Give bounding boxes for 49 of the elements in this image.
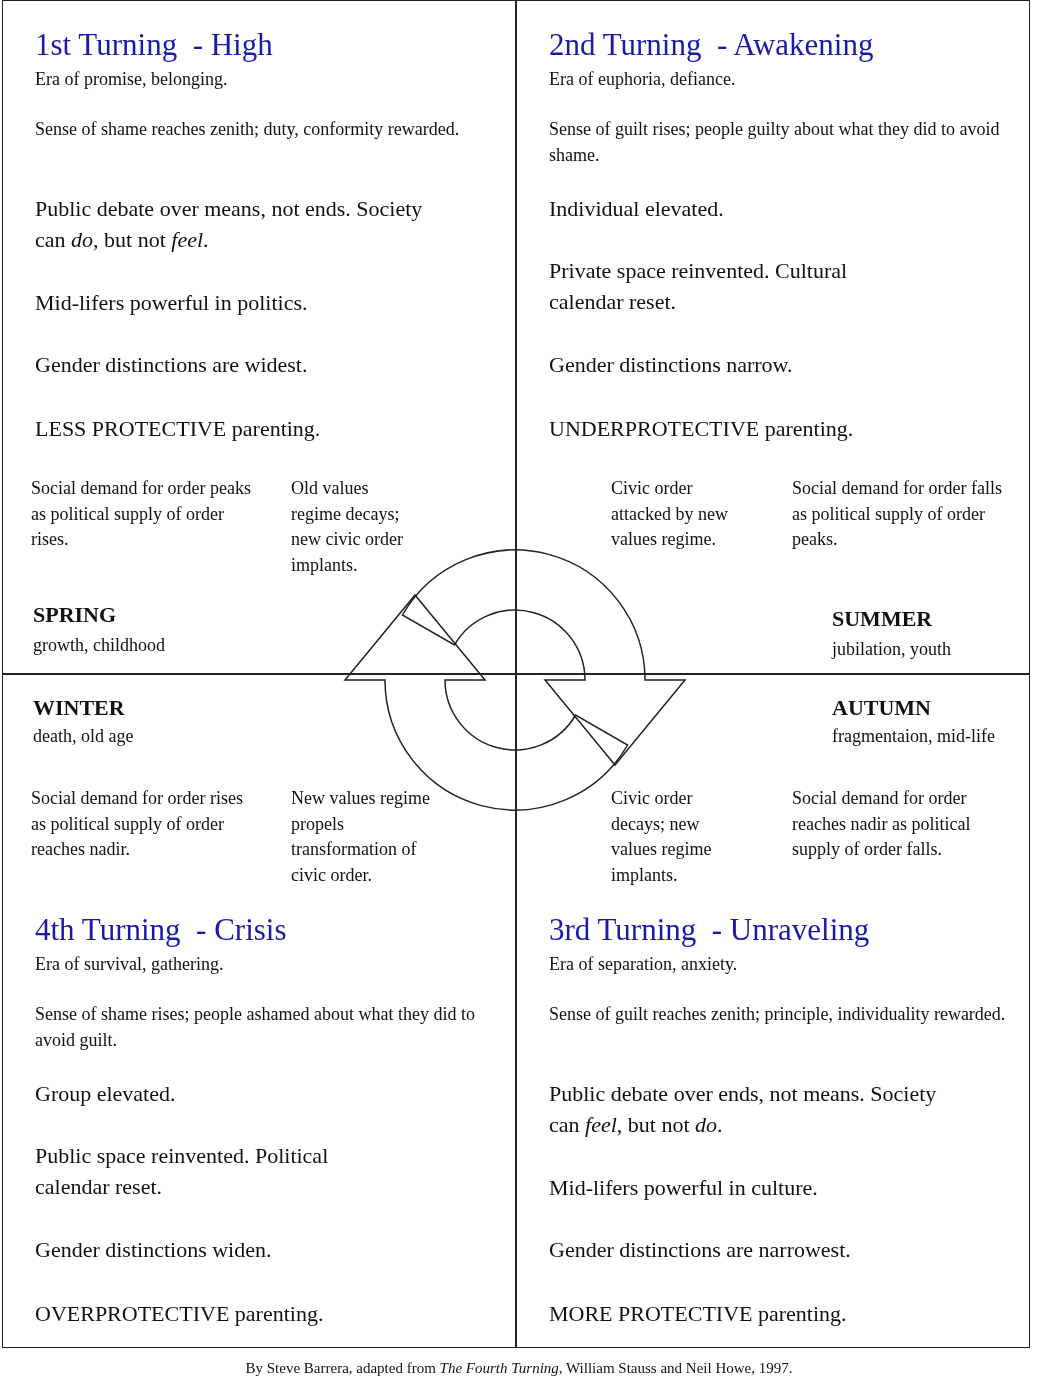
trait-text: Mid-lifers powerful in politics. bbox=[35, 289, 309, 317]
season-heading: WINTER bbox=[33, 694, 126, 722]
season-heading: SPRING bbox=[33, 601, 118, 629]
description-text: fragmentaion, mid-life bbox=[832, 725, 996, 748]
description-text: New values regime propels transformation of civic order. bbox=[291, 787, 431, 887]
description-text: Sense of guilt reaches zenith; principle, individuality rewarded. bbox=[549, 1003, 1007, 1026]
turning-heading: 3rd Turning - Unraveling bbox=[549, 911, 871, 949]
trait-text: Public debate over means, not ends. Society can do, but not feel. bbox=[35, 195, 424, 255]
description-text: Era of promise, belonging. bbox=[35, 68, 229, 91]
description-text: Era of survival, gathering. bbox=[35, 953, 225, 976]
description-text: Sense of guilt rises; people guilty about what they did to avoid shame. bbox=[549, 118, 1001, 167]
trait-text: Private space reinvented. Cultural calendar reset. bbox=[549, 257, 849, 317]
season-heading: AUTUMN bbox=[832, 694, 932, 722]
trait-text: Public debate over ends, not means. Society can feel, but not do. bbox=[549, 1080, 938, 1140]
season-heading: SUMMER bbox=[832, 605, 934, 633]
trait-text: UNDERPROTECTIVE parenting. bbox=[549, 415, 855, 443]
quadrant-panel bbox=[515, 0, 1030, 675]
turning-heading: 1st Turning - High bbox=[35, 26, 274, 64]
description-text: Era of euphoria, defiance. bbox=[549, 68, 737, 91]
description-text: Social demand for order reaches nadir as political supply of order falls. bbox=[792, 787, 972, 862]
quadrant-panel bbox=[2, 673, 517, 1348]
quadrant-panel bbox=[515, 673, 1030, 1348]
caption: By Steve Barrera, adapted from The Fourth Turning, William Stauss and Neil Howe, 1997. bbox=[244, 1360, 794, 1377]
description-text: Era of separation, anxiety. bbox=[549, 953, 739, 976]
turning-heading: 4th Turning - Crisis bbox=[35, 911, 288, 949]
trait-text: Mid-lifers powerful in culture. bbox=[549, 1174, 819, 1202]
trait-text: LESS PROTECTIVE parenting. bbox=[35, 415, 322, 443]
quadrant-panel bbox=[2, 0, 517, 675]
trait-text: Gender distinctions are narrowest. bbox=[549, 1236, 852, 1264]
description-text: Social demand for order peaks as political supply of order rises. bbox=[31, 477, 251, 552]
description-text: death, old age bbox=[33, 725, 135, 748]
description-text: Civic order decays; new values regime implants. bbox=[611, 787, 713, 887]
description-text: growth, childhood bbox=[33, 634, 166, 657]
trait-text: OVERPROTECTIVE parenting. bbox=[35, 1300, 325, 1328]
turning-heading: 2nd Turning - Awakening bbox=[549, 26, 875, 64]
trait-text: Gender distinctions widen. bbox=[35, 1236, 273, 1264]
description-text: Social demand for order rises as political supply of order reaches nadir. bbox=[31, 787, 244, 862]
description-text: Old values regime decays; new civic order implants. bbox=[291, 477, 404, 577]
trait-text: Gender distinctions are widest. bbox=[35, 351, 309, 379]
trait-text: MORE PROTECTIVE parenting. bbox=[549, 1300, 848, 1328]
trait-text: Public space reinvented. Political calendar reset. bbox=[35, 1142, 330, 1202]
description-text: Sense of shame rises; people ashamed about what they did to avoid guilt. bbox=[35, 1003, 476, 1052]
description-text: Sense of shame reaches zenith; duty, conformity rewarded. bbox=[35, 118, 461, 141]
description-text: Social demand for order falls as political supply of order peaks. bbox=[792, 477, 1003, 552]
trait-text: Gender distinctions narrow. bbox=[549, 351, 794, 379]
trait-text: Group elevated. bbox=[35, 1080, 177, 1108]
description-text: jubilation, youth bbox=[832, 638, 952, 661]
trait-text: Individual elevated. bbox=[549, 195, 725, 223]
description-text: Civic order attacked by new values regime. bbox=[611, 477, 729, 552]
